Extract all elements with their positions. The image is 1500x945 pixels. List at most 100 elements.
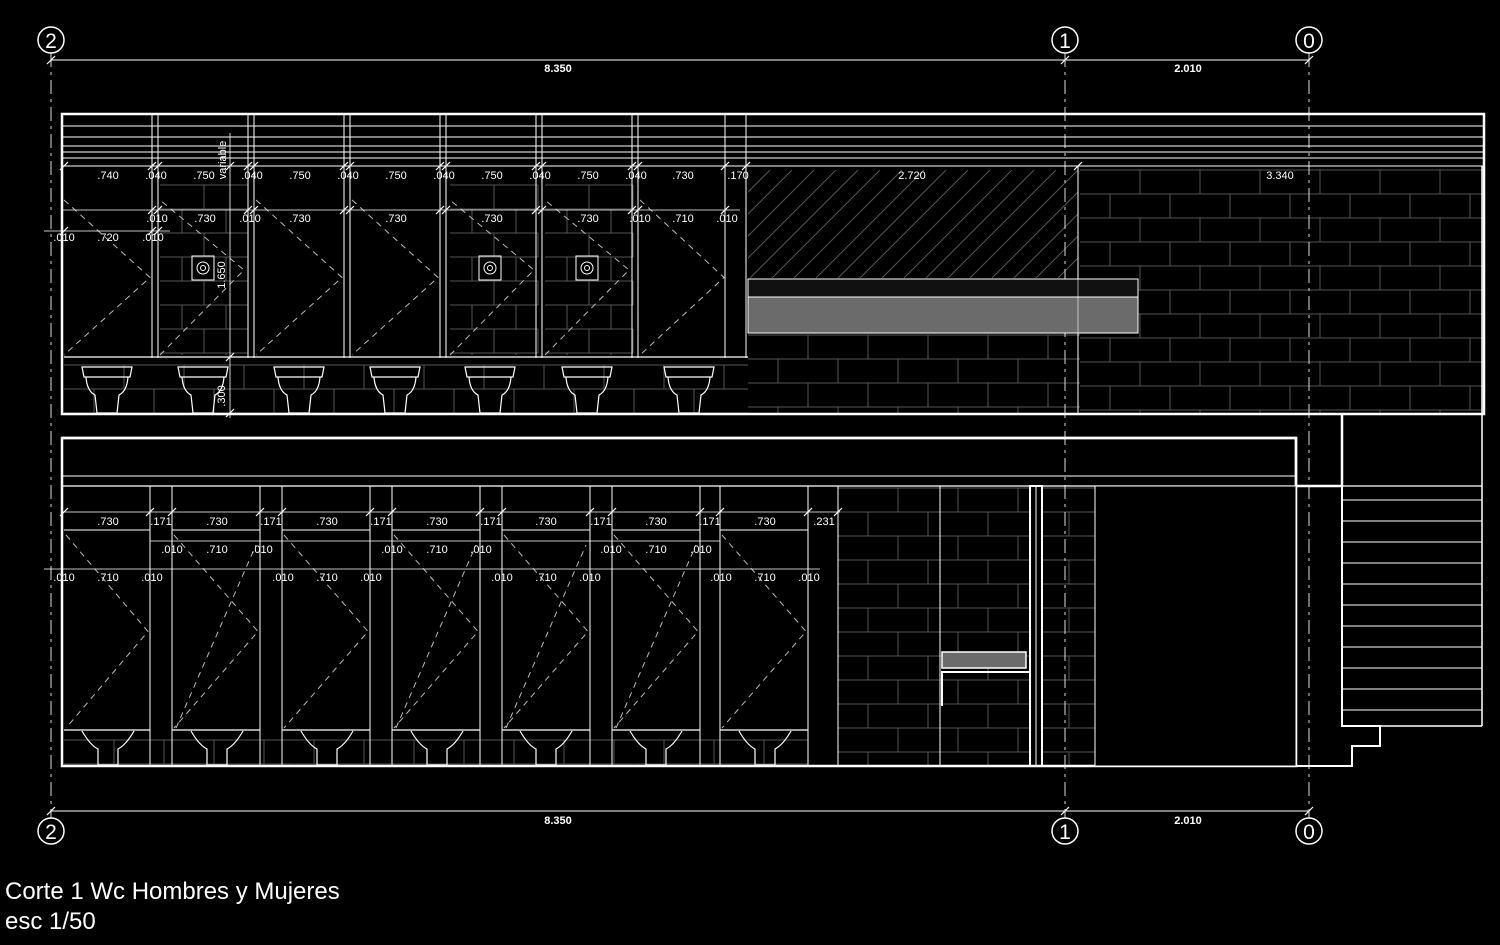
dimension-tick: [59, 161, 69, 171]
axis-bubble-2-bottom: 2: [37, 817, 65, 845]
dimension-tick: [345, 161, 355, 171]
upper-door-dim: .730: [385, 213, 406, 225]
overall-dim-bottom-left: 8.350: [544, 815, 572, 827]
dimension-tick: [59, 226, 69, 236]
lower-side-dims-3: .010 .710 .010: [491, 572, 600, 584]
upper-dim: .740: [97, 170, 118, 182]
hatch-line: [1013, 213, 1078, 278]
dimension-tick: [435, 161, 445, 171]
lower-section-frame: [62, 414, 1344, 488]
upper-door-dim: .730: [481, 213, 502, 225]
axis-bubble-0-bottom: 0: [1295, 817, 1323, 845]
dimension-tick: [441, 205, 451, 215]
upper-dim: .170: [727, 170, 748, 182]
stair-profile: [1296, 486, 1381, 767]
hatch-line: [748, 170, 815, 237]
mirror-hatch: [748, 170, 1078, 278]
hatch-line: [1057, 257, 1078, 278]
dimension-tick: [720, 205, 730, 215]
dark-room: [1094, 485, 1297, 767]
hatch-line: [748, 170, 793, 215]
upper-side-dim: .720: [97, 232, 118, 244]
upper-dim: .040: [337, 170, 358, 182]
upper-dim: .750: [289, 170, 310, 182]
urinal-box: [575, 255, 599, 281]
toilet-upper: [464, 366, 516, 414]
upper-dim: .750: [385, 170, 406, 182]
toilet-bowl: [85, 376, 129, 414]
lower-side-dim: .010: [141, 572, 162, 584]
dimension-tick: [531, 205, 541, 215]
dimension-tick: [627, 161, 637, 171]
toilet-upper: [177, 366, 229, 414]
toilet-lower: [519, 730, 573, 766]
dimension-tick: [435, 205, 445, 215]
urinal-ring: [483, 261, 497, 275]
dimension-tick: [167, 507, 177, 517]
upper-side-dim: .010: [53, 232, 74, 244]
toilet-bowl: [277, 376, 321, 414]
lower-door-dim: .010: [470, 544, 491, 556]
dimension-tick: [741, 161, 751, 171]
urinal-drain: [200, 265, 206, 271]
door-swing-line: [63, 199, 151, 356]
upper-dim: .750: [481, 170, 502, 182]
lower-side-dim: .710: [97, 572, 118, 584]
dimension-tick: [803, 507, 813, 517]
dimension-tick: [277, 507, 287, 517]
toilet-bowl: [81, 730, 135, 766]
lower-side-dim: .010: [798, 572, 819, 584]
lower-door-dim: .010: [600, 544, 621, 556]
lower-side-dim: .010: [272, 572, 293, 584]
dimension-tick: [46, 806, 56, 816]
hatch-line: [969, 170, 1078, 278]
lower-dim: .730: [206, 516, 227, 528]
hatch-line: [771, 170, 881, 278]
axis-bubble-1-top: 1: [1051, 26, 1079, 54]
lower-dim: .730: [645, 516, 666, 528]
lower-door-dims-3: .010 .710 .010: [600, 544, 711, 556]
lower-side-dim: .010: [710, 572, 731, 584]
upper-dim: .040: [241, 170, 262, 182]
door-swing-line: [395, 544, 477, 729]
hatch-line: [903, 170, 1013, 278]
toilet-bowl: [468, 376, 512, 414]
lower-dim: .730: [426, 516, 447, 528]
axis-label-2-bottom: 2: [45, 821, 57, 844]
door-swing-line: [613, 534, 699, 729]
toilet-bowl: [565, 376, 609, 414]
door-swing-line: [721, 534, 807, 729]
upper-dim: 3.340: [1266, 170, 1294, 182]
dimension-tick: [365, 507, 375, 517]
upper-dim: .750: [577, 170, 598, 182]
dimension-tick: [147, 161, 157, 171]
door-swing-line: [351, 199, 439, 356]
toilet-bowl: [519, 730, 573, 766]
upper-dim: .040: [625, 170, 646, 182]
dimension-tick: [249, 161, 259, 171]
lower-dim: .730: [754, 516, 775, 528]
dimension-tick: [46, 55, 56, 65]
door-swing-line: [639, 199, 725, 356]
lower-door-dim: .010: [690, 544, 711, 556]
hatch-line: [991, 191, 1078, 278]
door-swing-line: [503, 534, 589, 729]
dimension-tick: [345, 205, 355, 215]
bench-support: [941, 671, 1030, 706]
drawing-title: Corte 1 Wc Hombres y Mujeres: [5, 878, 340, 905]
hatch-line: [859, 170, 969, 278]
axis-label-1-top: 1: [1059, 30, 1071, 53]
overall-dim-bottom-right: 2.010: [1174, 815, 1202, 827]
dimension-tick: [441, 161, 451, 171]
upper-door-dim: .730: [577, 213, 598, 225]
door-swing-line: [173, 534, 259, 729]
hatch-lines: [748, 170, 1078, 278]
door-swing-line: [283, 534, 369, 729]
toilet-bowl: [667, 376, 711, 414]
toilet-seat: [177, 366, 229, 378]
door-swing-line: [449, 199, 535, 356]
axis-label-0-bottom: 0: [1303, 821, 1315, 844]
upper-door-dim: .710: [672, 213, 693, 225]
countertop: [747, 278, 1139, 298]
lower-dim: .730: [97, 516, 118, 528]
